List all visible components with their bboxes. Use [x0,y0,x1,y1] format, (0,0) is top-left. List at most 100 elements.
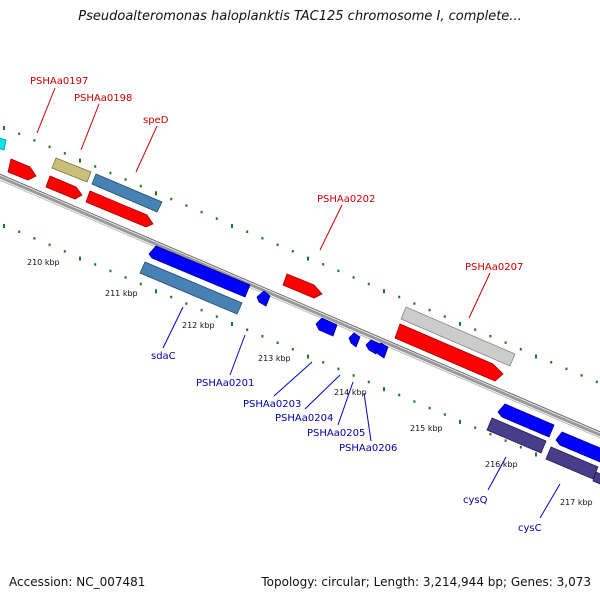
gene-PSHAa0206[interactable] [374,342,389,359]
minor-tick [109,269,112,273]
gene-PSHAa0197[interactable] [7,158,37,181]
minor-tick [428,406,431,410]
tick-label: 213 kbp [258,354,291,363]
minor-tick [489,334,492,338]
gene-PSHAa0198[interactable] [45,175,83,200]
minor-tick [580,374,583,377]
gene-PSHAa0201[interactable] [148,245,251,298]
gene-PSHAa0204[interactable] [348,332,361,348]
minor-tick [215,315,218,318]
major-tick [535,354,537,359]
gene-label-PSHAa0198[interactable]: PSHAa0198 [74,93,132,104]
minor-tick [504,341,507,344]
major-tick [79,256,81,261]
gene-PSHAa0202[interactable] [282,273,323,299]
minor-tick [33,237,36,240]
minor-tick [170,295,173,299]
minor-tick [33,139,36,142]
gene-PSHAa0207[interactable] [394,323,504,382]
scale-labels: 210 kbp 211 kbp 212 kbp 213 kbp 214 kbp … [27,258,593,507]
gene-blue-right-1[interactable] [497,403,555,438]
gene-label-PSHAa0207[interactable]: PSHAa0207 [465,262,523,273]
major-tick [3,224,5,228]
gene-label-sdaC[interactable]: sdaC [151,351,176,362]
minor-tick [291,348,294,351]
minor-tick [185,204,188,207]
genome-summary-text: Topology: circular; Length: 3,214,944 bp… [261,575,591,589]
label-leader-lines [36,87,561,519]
gene-label-PSHAa0201[interactable]: PSHAa0201 [196,378,254,389]
minor-tick [109,171,112,175]
gene-light-gray[interactable] [400,306,516,367]
gene-fragment-cyan[interactable] [0,137,7,151]
minor-tick [322,361,325,364]
major-tick [231,321,233,326]
gene-cysC[interactable] [545,446,599,480]
minor-tick [398,295,401,299]
minor-tick [139,184,142,188]
minor-tick [139,282,142,286]
gene-label-PSHAa0202[interactable]: PSHAa0202 [317,194,375,205]
minor-tick [124,276,127,279]
gene-blue-right-2[interactable] [555,431,600,463]
gene-steelblue-upper[interactable] [91,173,163,213]
minor-tick [276,243,279,246]
gene-label-PSHAa0204[interactable]: PSHAa0204 [275,413,333,424]
gene-speD[interactable] [85,190,154,228]
tick-label: 214 kbp [334,388,367,397]
minor-tick [565,367,568,371]
gene-label-PSHAa0203[interactable]: PSHAa0203 [243,399,301,410]
minor-tick [443,413,446,416]
minor-tick [215,217,218,220]
minor-tick [398,393,401,397]
minor-tick [519,446,522,449]
tick-label: 212 kbp [182,321,215,330]
minor-tick [200,210,203,214]
gene-label-speD[interactable]: speD [143,115,169,126]
minor-tick [276,341,279,344]
minor-tick [413,400,416,403]
tick-row-lower [3,224,598,482]
minor-tick [352,374,355,377]
gene-label-cysC[interactable]: cysC [518,523,542,534]
gene-tan[interactable] [51,157,92,183]
gene-cysQ[interactable] [486,417,547,454]
minor-tick [367,282,370,286]
minor-tick [428,308,431,312]
gene-small-blue-1[interactable] [256,290,271,307]
gene-label-PSHAa0205[interactable]: PSHAa0205 [307,428,365,439]
gene-label-cysQ[interactable]: cysQ [463,495,488,506]
minor-tick [200,308,203,312]
major-tick [459,321,461,326]
tick-label: 211 kbp [105,289,138,298]
minor-tick [291,250,294,253]
gene-PSHAa0203[interactable] [315,317,338,337]
gene-label-PSHAa0206[interactable]: PSHAa0206 [339,443,397,454]
gene-labels: PSHAa0197 PSHAa0198 speD PSHAa0202 PSHAa… [30,76,542,534]
major-tick [155,191,157,196]
major-tick [383,289,385,294]
major-tick [383,387,385,392]
gene-label-PSHAa0197[interactable]: PSHAa0197 [30,76,88,87]
gene-sdaC[interactable] [139,261,243,315]
minor-tick [352,276,355,279]
gene-fragment-right[interactable] [592,471,600,486]
minor-tick [18,132,21,135]
minor-tick [18,230,21,233]
major-tick [535,452,537,457]
chromosome-backbone [0,173,600,439]
minor-tick [63,152,66,155]
minor-tick [185,302,188,305]
major-tick [459,419,461,424]
accession-text: Accession: NC_007481 [9,575,146,589]
major-tick [307,256,309,261]
minor-tick [94,165,97,168]
minor-tick [443,315,446,318]
minor-tick [170,197,173,201]
minor-tick [48,145,51,149]
major-tick [79,158,81,163]
minor-tick [246,230,249,233]
tick-label: 216 kbp [485,460,518,469]
